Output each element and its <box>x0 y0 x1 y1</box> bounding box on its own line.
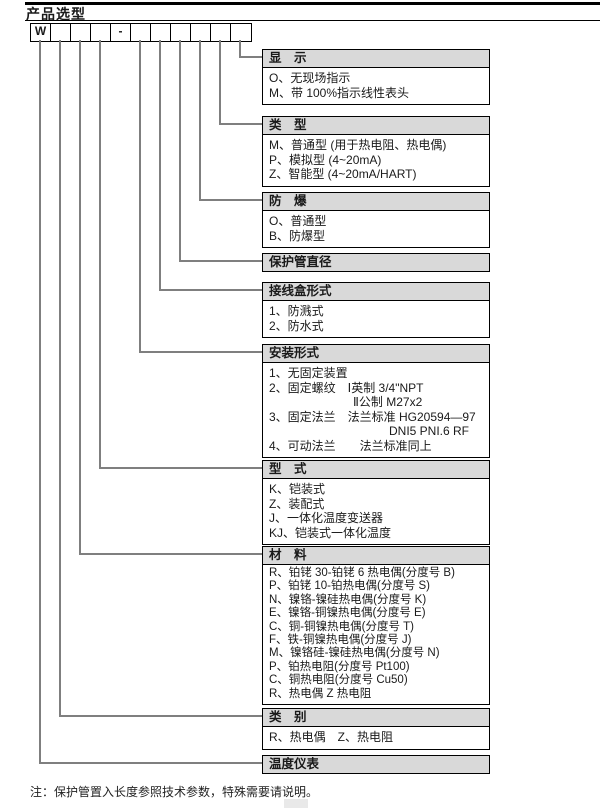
connector-vertical-display <box>239 40 241 58</box>
section-body-type: M、普通型 (用于热电阻、热电偶)P、模拟型 (4~20mA)Z、智能型 (4~… <box>263 135 489 186</box>
connector-horizontal-junction-box <box>159 289 262 291</box>
option-item: Ⅱ公制 M27x2 <box>269 395 423 409</box>
option-item: Z、智能型 (4~20mA/HART) <box>269 167 417 181</box>
section-protection-tube-diameter: 保护管直径 <box>262 253 490 272</box>
section-header-category: 类 别 <box>263 709 489 727</box>
code-cell-7 <box>151 24 171 41</box>
section-body-category: R、热电偶 Z、热电阻 <box>263 727 489 749</box>
section-header-mounting: 安装形式 <box>263 345 489 363</box>
option-item: M、镍铬硅-镍硅热电偶(分度号 N) <box>269 647 440 660</box>
section-header-explosion-proof: 防 爆 <box>263 193 489 211</box>
option-item: E、镍铬-铜镍热电偶(分度号 E) <box>269 607 426 620</box>
code-cell-11 <box>231 24 251 41</box>
section-header-model: 型 式 <box>263 461 489 479</box>
model-code-row: W- <box>30 23 252 42</box>
option-item: 4、可动法兰 法兰标准同上 <box>269 438 432 453</box>
connector-horizontal-protection-tube-diameter <box>179 260 262 262</box>
section-header-type: 类 型 <box>263 117 489 135</box>
option-item: C、铜热电阻(分度号 Cu50) <box>269 674 408 687</box>
code-cell-8 <box>171 24 191 41</box>
option-item: P、模拟型 (4~20mA) <box>269 152 382 167</box>
option-item: R、热电偶 Z、热电阻 <box>269 730 393 744</box>
connector-horizontal-material <box>79 553 262 555</box>
section-body-material: R、铂铑 30-铂铑 6 热电偶(分度号 B)P、铂铑 10-铂热电偶(分度号 … <box>263 565 489 704</box>
code-cell-10 <box>211 24 231 41</box>
option-item: KJ、铠装式一体化温度 <box>269 525 392 540</box>
connector-vertical-mounting <box>139 40 141 353</box>
option-item: M、带 100%指示线性表头 <box>269 85 410 100</box>
code-cell-4 <box>91 24 111 41</box>
code-cell-9 <box>191 24 211 41</box>
option-item: J、一体化温度变送器 <box>269 511 384 525</box>
option-item: B、防爆型 <box>269 228 326 243</box>
code-cell-5: - <box>111 24 131 41</box>
option-item: R、铂铑 30-铂铑 6 热电偶(分度号 B) <box>269 567 455 579</box>
connector-vertical-material <box>79 40 81 555</box>
connector-horizontal-explosion-proof <box>199 199 262 201</box>
option-item: DNI5 PNI.6 RF <box>269 424 470 438</box>
connector-vertical-model <box>99 40 101 469</box>
footnote: 注：保护管置入长度参照技术参数，特殊需要请说明。 <box>30 785 319 799</box>
section-instrument: 温度仪表 <box>262 755 490 774</box>
option-item: 3、固定法兰 法兰标准 HG20594—97 <box>269 409 476 424</box>
section-header-instrument: 温度仪表 <box>263 756 489 773</box>
option-item: R、热电偶 Z 热电阻 <box>269 687 372 700</box>
section-header-material: 材 料 <box>263 547 489 565</box>
code-cell-6 <box>131 24 151 41</box>
section-header-junction-box: 接线盒形式 <box>263 283 489 301</box>
option-item: O、普通型 <box>269 214 327 228</box>
option-item: 2、防水式 <box>269 318 324 333</box>
code-cell-2 <box>51 24 71 41</box>
code-cell-1: W <box>31 24 51 41</box>
connector-horizontal-instrument <box>39 762 262 764</box>
section-header-protection-tube-diameter: 保护管直径 <box>263 254 489 271</box>
connector-horizontal-model <box>99 467 262 469</box>
connector-vertical-protection-tube-diameter <box>179 40 181 262</box>
option-item: K、铠装式 <box>269 482 326 496</box>
option-item: F、铁-铜镍热电偶(分度号 J) <box>269 634 412 647</box>
title-underline-rule <box>25 20 600 21</box>
connector-horizontal-mounting <box>139 351 262 353</box>
option-item: 1、无固定装置 <box>269 366 348 380</box>
option-item: N、镍铬-镍硅热电偶(分度号 K) <box>269 593 427 606</box>
section-category: 类 别 R、热电偶 Z、热电阻 <box>262 708 490 750</box>
connector-vertical-type <box>219 40 221 125</box>
connector-horizontal-category <box>59 715 262 717</box>
option-item: C、铜-铜镍热电偶(分度号 T) <box>269 620 415 633</box>
page-footer-artifact <box>284 799 308 808</box>
option-item: M、普通型 (用于热电阻、热电偶) <box>269 138 447 152</box>
connector-horizontal-type <box>219 123 262 125</box>
page-title: 产品选型 <box>26 6 86 22</box>
connector-vertical-explosion-proof <box>199 40 201 201</box>
connector-vertical-instrument <box>39 40 41 764</box>
connector-vertical-junction-box <box>159 40 161 291</box>
option-item: O、无现场指示 <box>269 71 351 85</box>
option-item: P、铂铑 10-铂热电偶(分度号 S) <box>269 580 431 593</box>
option-item: Z、装配式 <box>269 496 325 511</box>
option-item: 1、防溅式 <box>269 304 324 318</box>
section-header-display: 显 示 <box>263 50 489 68</box>
connector-vertical-category <box>59 40 61 717</box>
top-thick-rule <box>25 2 600 5</box>
connector-horizontal-display <box>239 56 262 58</box>
option-item: 2、固定螺纹 Ⅰ英制 3/4"NPT <box>269 380 424 395</box>
option-item: P、铂热电阻(分度号 Pt100) <box>269 660 410 673</box>
code-cell-3 <box>71 24 91 41</box>
